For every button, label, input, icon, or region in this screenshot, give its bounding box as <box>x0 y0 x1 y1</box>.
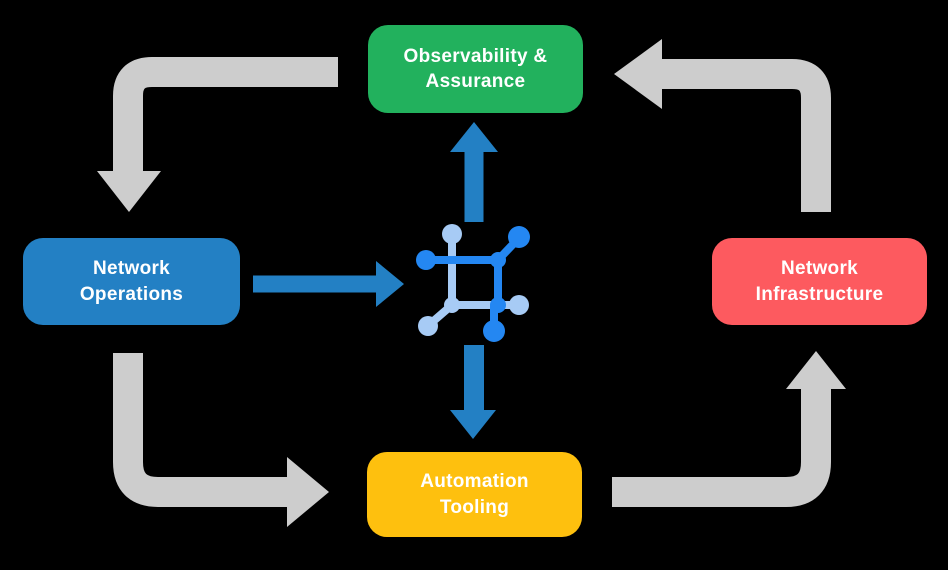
arrow-head-right <box>376 261 404 307</box>
arrow-shaft <box>661 59 831 212</box>
network-infrastructure-label: Network Infrastructure <box>755 258 884 305</box>
icon-dark-strokes <box>416 226 530 342</box>
arrow-head-left <box>614 39 662 109</box>
arrow-operations-to-center <box>253 261 404 307</box>
icon-light-strokes <box>418 224 529 336</box>
arrow-automation-to-infrastructure <box>612 351 846 507</box>
automation-tooling-box: Automation Tooling <box>367 452 582 537</box>
network-infrastructure-box: Network Infrastructure <box>712 238 927 325</box>
icon-node-top-right <box>508 226 530 248</box>
arrow-head-down <box>450 410 496 439</box>
icon-node-left <box>416 250 436 270</box>
arrow-shaft <box>113 57 338 173</box>
network-operations-label: Network Operations <box>79 258 184 305</box>
arrow-infrastructure-to-observability <box>614 39 831 212</box>
network-operations-box: Network Operations <box>23 238 240 325</box>
arrow-shaft <box>612 388 831 507</box>
arrow-head-down <box>97 171 161 212</box>
observability-assurance-label: Observability & Assurance <box>403 45 548 92</box>
arrow-center-to-observability <box>450 122 498 222</box>
icon-node-top <box>442 224 462 244</box>
network-mesh-icon <box>416 224 530 342</box>
arrow-operations-to-automation <box>113 353 329 527</box>
automation-tooling-label: Automation Tooling <box>420 471 529 518</box>
arrow-head-up <box>450 122 498 152</box>
icon-junction-top-right <box>490 252 506 268</box>
icon-node-right <box>509 295 529 315</box>
arrow-observability-to-operations <box>97 57 338 212</box>
observability-assurance-box: Observability & Assurance <box>368 25 583 113</box>
icon-node-bottom <box>483 320 505 342</box>
arrow-head-right <box>287 457 329 527</box>
icon-node-bottom-left <box>418 316 438 336</box>
icon-junction-bottom-left <box>444 297 460 313</box>
icon-junction-bottom-right <box>490 297 506 313</box>
arrow-head-up <box>786 351 846 389</box>
arrow-shaft <box>113 353 288 507</box>
arrow-center-to-automation <box>450 345 496 439</box>
